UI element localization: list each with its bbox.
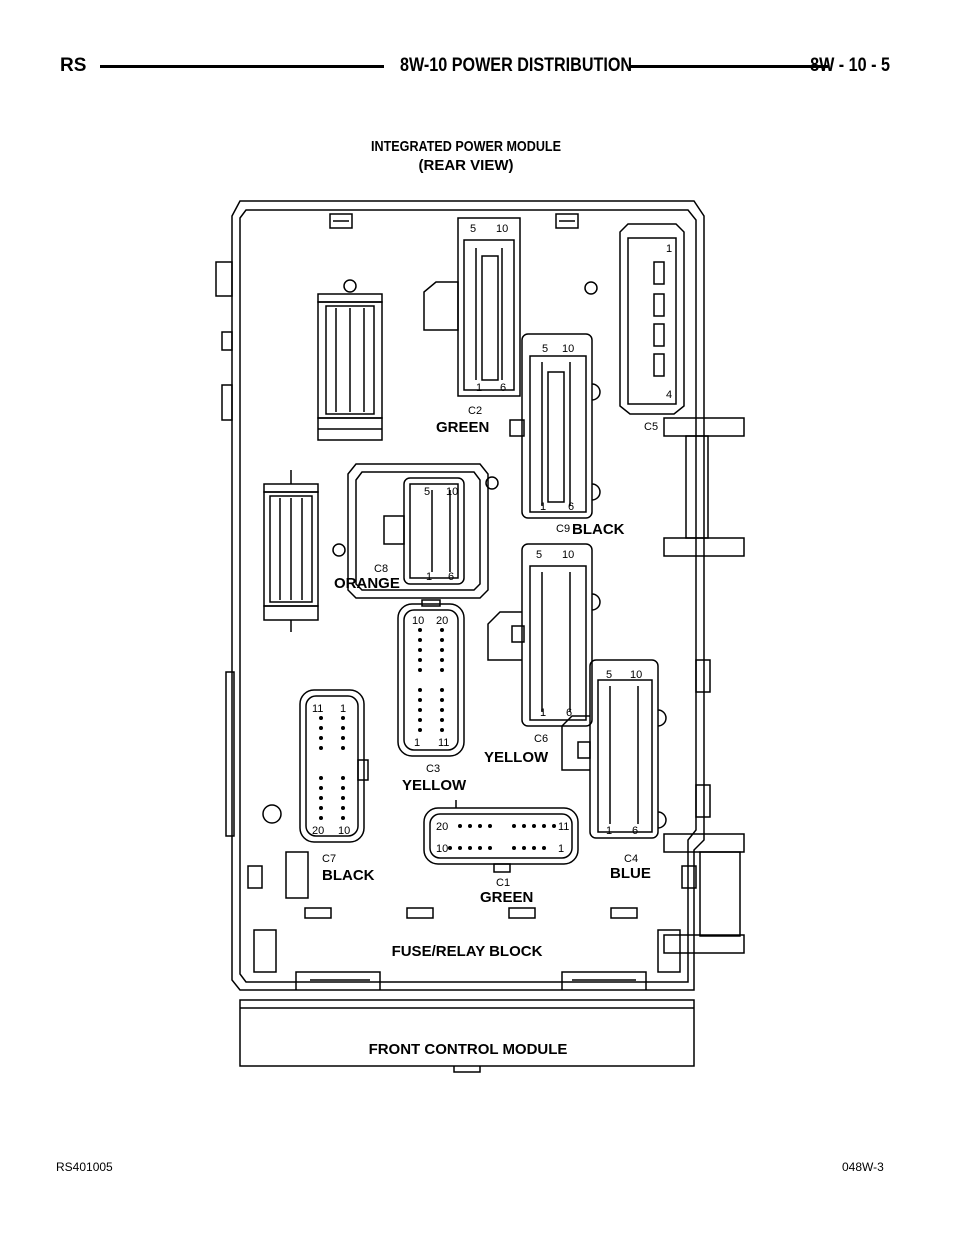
module-housing [215,200,745,991]
svg-text:1: 1 [540,501,546,513]
fuse-relay-block: FUSE/RELAY BLOCK [247,281,697,990]
svg-text:10: 10 [446,486,458,498]
footer-code: 048W-3 [842,1160,884,1174]
svg-text:20: 20 [312,825,324,837]
svg-text:20: 20 [436,615,448,627]
connector-c5-id: C5 [644,421,658,433]
svg-text:1: 1 [666,243,672,255]
svg-text:1: 1 [476,382,482,394]
header-left: RS [60,55,87,76]
svg-text:1: 1 [340,703,346,715]
connector-c7: 11 1 20 10 C7 BLACK [299,689,375,884]
svg-text:5: 5 [542,343,548,355]
svg-text:6: 6 [566,707,572,719]
connector-c7-color: BLACK [322,867,375,884]
svg-text:4: 4 [666,389,672,401]
connector-c4-color: BLUE [610,865,651,882]
connector-c2-color: GREEN [436,419,489,436]
svg-text:10: 10 [562,343,574,355]
header-page-number: 8W - 10 - 5 [810,55,890,76]
svg-text:1: 1 [606,825,612,837]
svg-text:6: 6 [500,382,506,394]
connector-c4-id: C4 [624,853,638,865]
connector-c6: 5 10 1 6 C6 YELLOW [484,543,601,766]
connector-c8: 5 10 1 6 C8 ORANGE [334,463,489,599]
connector-c6-color: YELLOW [484,749,549,766]
connector-c8-color: ORANGE [334,575,400,592]
svg-text:11: 11 [558,821,569,833]
front-control-module-label: FRONT CONTROL MODULE [369,1041,568,1058]
diagram-title: INTEGRATED POWER MODULE [371,138,561,155]
connector-c3: 10 20 1 11 C3 YELLOW [397,599,467,794]
header-rule-left [100,65,384,68]
svg-text:1: 1 [558,843,564,855]
svg-text:10: 10 [496,223,508,235]
svg-text:6: 6 [632,825,638,837]
connector-c2: 5 10 1 6 C2 GREEN [423,217,521,436]
svg-text:10: 10 [436,843,448,855]
connector-c5: 1 4 C5 [619,223,685,433]
svg-text:20: 20 [436,821,448,833]
svg-text:1: 1 [414,737,420,749]
connector-c9-color: BLACK [572,521,625,538]
connector-c1-color: GREEN [480,889,533,906]
svg-text:5: 5 [424,486,430,498]
svg-text:11: 11 [312,703,323,715]
fuse-relay-block-label: FUSE/RELAY BLOCK [392,943,543,960]
connector-c9: 5 10 1 6 C9 BLACK [509,333,625,538]
connector-c3-id: C3 [426,763,440,775]
header-rule-right [630,65,828,68]
connector-c1: 20 11 10 1 C1 GREEN [423,800,579,906]
svg-text:11: 11 [438,737,449,749]
svg-text:10: 10 [630,669,642,681]
svg-text:6: 6 [448,571,454,583]
svg-text:10: 10 [338,825,350,837]
svg-text:1: 1 [426,571,432,583]
connector-c6-id: C6 [534,733,548,745]
connector-c3-color: YELLOW [402,777,467,794]
connector-c7-id: C7 [322,853,336,865]
relay-mid-left [263,470,319,632]
connector-c9-id: C9 [556,523,570,535]
svg-text:5: 5 [606,669,612,681]
svg-text:5: 5 [470,223,476,235]
header-title: 8W-10 POWER DISTRIBUTION [400,55,633,76]
connector-c4: 5 10 1 6 C4 BLUE [561,659,667,882]
svg-text:5: 5 [536,549,542,561]
svg-text:10: 10 [412,615,424,627]
relay-top-left [317,279,383,441]
connector-c8-id: C8 [374,563,388,575]
page-header: RS 8W-10 POWER DISTRIBUTION 8W - 10 - 5 [48,52,898,84]
footer-figure-id: RS401005 [56,1160,113,1174]
diagram-subtitle: (REAR VIEW) [419,157,514,174]
svg-text:1: 1 [540,707,546,719]
connector-c1-id: C1 [496,877,510,889]
front-control-module: FRONT CONTROL MODULE [239,999,695,1073]
svg-text:6: 6 [568,501,574,513]
connector-c2-id: C2 [468,405,482,417]
svg-text:10: 10 [562,549,574,561]
